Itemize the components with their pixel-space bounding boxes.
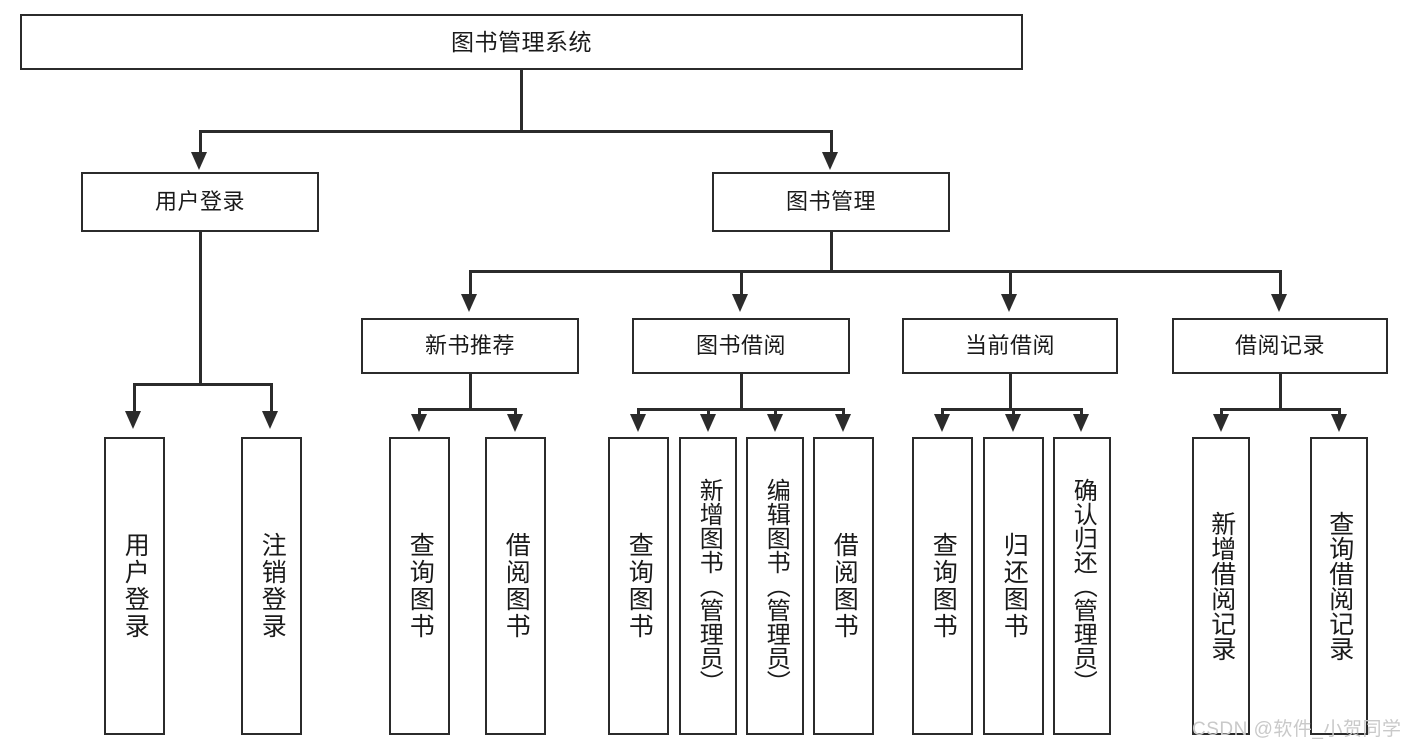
node-label: 查询借阅记录 [1325, 511, 1354, 661]
connector-drop-edit-book [774, 408, 777, 418]
connector-drop-book-management [830, 130, 833, 154]
node-label: 借阅记录 [1234, 333, 1325, 358]
connector-current-borrow-stem [1009, 374, 1012, 410]
arrow-to-add-book [700, 414, 716, 432]
connector-drop-query-book-borrow [637, 408, 640, 418]
connector-drop-query-book-recommend [418, 408, 421, 418]
leaf-logout-login[interactable]: 注销登录 [241, 437, 302, 735]
connector-book-management-stem [830, 232, 833, 272]
node-label: 新书推荐 [424, 333, 515, 358]
connector-drop-borrow-book-borrow [842, 408, 845, 418]
node-book-management[interactable]: 图书管理 [712, 172, 950, 232]
connector-user-login-bus [133, 383, 272, 386]
node-current-borrow[interactable]: 当前借阅 [902, 318, 1118, 374]
node-new-book-recommend[interactable]: 新书推荐 [361, 318, 579, 374]
leaf-query-book-current[interactable]: 查询图书 [912, 437, 973, 735]
connector-drop-leaf-user-login [133, 383, 136, 413]
leaf-borrow-book-borrow[interactable]: 借阅图书 [813, 437, 874, 735]
leaf-confirm-return-admin[interactable]: 确认归还（管理员） [1053, 437, 1111, 735]
arrow-to-borrow-book-borrow [835, 414, 851, 432]
node-label: 借阅图书 [502, 532, 531, 640]
connector-borrow-record-bus [1220, 408, 1340, 411]
connector-book-management-bus [469, 270, 1281, 273]
node-label: 图书管理 [785, 189, 876, 214]
leaf-query-book-recommend[interactable]: 查询图书 [389, 437, 450, 735]
connector-current-borrow-bus [941, 408, 1082, 411]
arrow-to-query-borrow-record [1331, 414, 1347, 432]
node-label: 用户登录 [154, 189, 245, 214]
arrow-to-book-management [822, 152, 838, 170]
arrow-to-query-book-current [934, 414, 950, 432]
arrow-to-leaf-logout-login [262, 411, 278, 429]
arrow-to-query-book-borrow [630, 414, 646, 432]
node-label: 查询图书 [625, 532, 654, 640]
leaf-add-book-admin[interactable]: 新增图书（管理员） [679, 437, 737, 735]
node-label: 图书借阅 [695, 333, 786, 358]
connector-new-book-recommend-stem [469, 374, 472, 410]
leaf-return-book[interactable]: 归还图书 [983, 437, 1044, 735]
connector-drop-leaf-logout-login [270, 383, 273, 413]
leaf-add-borrow-record[interactable]: 新增借阅记录 [1192, 437, 1250, 735]
leaf-user-login[interactable]: 用户登录 [104, 437, 165, 735]
connector-book-borrow-bus [637, 408, 843, 411]
arrow-to-confirm-return [1073, 414, 1089, 432]
arrow-to-new-book-recommend [461, 294, 477, 312]
connector-borrow-record-stem [1279, 374, 1282, 410]
arrow-to-return-book [1005, 414, 1021, 432]
node-root-book-management-system[interactable]: 图书管理系统 [20, 14, 1023, 70]
connector-drop-confirm-return [1080, 408, 1083, 418]
connector-user-login-stem [199, 232, 202, 383]
arrow-to-edit-book [767, 414, 783, 432]
node-label: 归还图书 [1000, 532, 1029, 640]
connector-drop-add-book [707, 408, 710, 418]
node-label: 借阅图书 [830, 532, 859, 640]
connector-root-bus [199, 130, 832, 133]
leaf-edit-book-admin[interactable]: 编辑图书（管理员） [746, 437, 804, 735]
node-label: 新增借阅记录 [1207, 511, 1236, 661]
arrow-to-add-borrow-record [1213, 414, 1229, 432]
connector-new-book-recommend-bus [418, 408, 516, 411]
node-label: 查询图书 [929, 532, 958, 640]
node-label: 编辑图书（管理员） [762, 478, 790, 694]
connector-drop-book-borrow [740, 270, 743, 296]
arrow-to-borrow-record [1271, 294, 1287, 312]
arrow-to-query-book-recommend [411, 414, 427, 432]
leaf-borrow-book-recommend[interactable]: 借阅图书 [485, 437, 546, 735]
node-label: 注销登录 [258, 532, 287, 640]
arrow-to-leaf-user-login [125, 411, 141, 429]
connector-drop-add-borrow-record [1220, 408, 1223, 418]
node-label: 确认归还（管理员） [1069, 478, 1097, 694]
connector-drop-borrow-book-recommend [514, 408, 517, 418]
connector-book-borrow-stem [740, 374, 743, 410]
node-label: 新增图书（管理员） [695, 478, 723, 694]
connector-drop-query-borrow-record [1338, 408, 1341, 418]
watermark-text: CSDN @软件_小贺同学 [1192, 719, 1402, 740]
connector-drop-query-book-current [941, 408, 944, 418]
connector-drop-current-borrow [1009, 270, 1012, 296]
connector-drop-new-book-recommend [469, 270, 472, 296]
connector-drop-borrow-record [1279, 270, 1282, 296]
connector-drop-user-login [199, 130, 202, 154]
node-label: 用户登录 [121, 532, 150, 640]
node-book-borrow[interactable]: 图书借阅 [632, 318, 850, 374]
node-label: 当前借阅 [964, 333, 1055, 358]
node-label: 查询图书 [406, 532, 435, 640]
node-borrow-record[interactable]: 借阅记录 [1172, 318, 1388, 374]
connector-drop-return-book [1012, 408, 1015, 418]
arrow-to-book-borrow [732, 294, 748, 312]
connector-root-stem [520, 70, 523, 132]
leaf-query-book-borrow[interactable]: 查询图书 [608, 437, 669, 735]
arrow-to-current-borrow [1001, 294, 1017, 312]
leaf-query-borrow-record[interactable]: 查询借阅记录 [1310, 437, 1368, 735]
node-label: 图书管理系统 [451, 28, 592, 55]
node-user-login[interactable]: 用户登录 [81, 172, 319, 232]
arrow-to-user-login [191, 152, 207, 170]
arrow-to-borrow-book-recommend [507, 414, 523, 432]
